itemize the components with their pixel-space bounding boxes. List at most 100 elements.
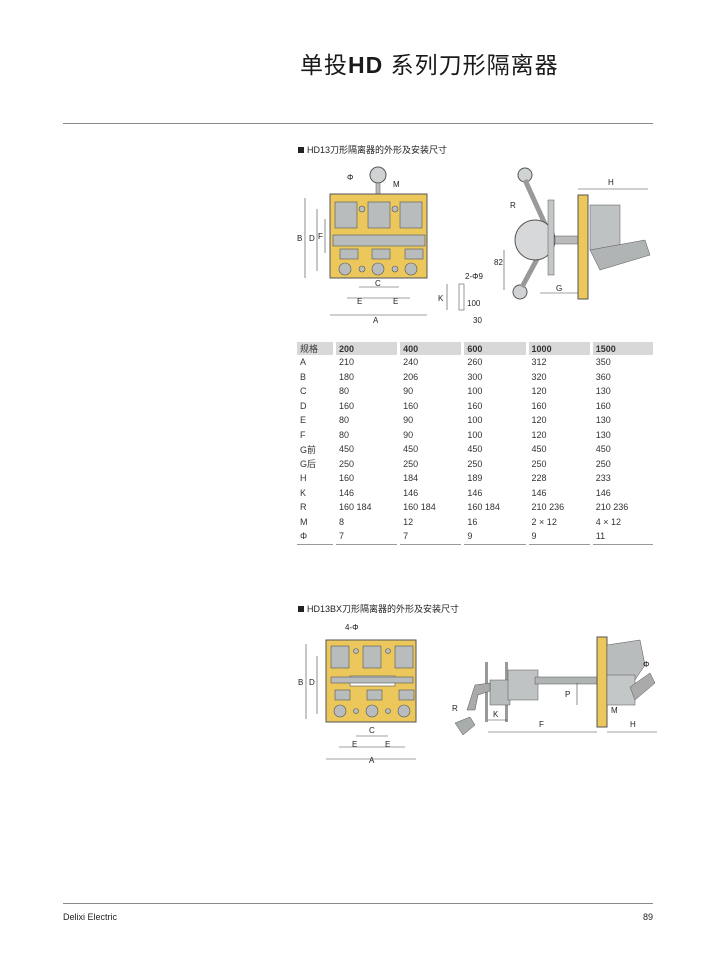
table-cell: 80 [332,427,399,442]
hd13bx-front-diagram: 4-Φ B D C E E A [298,623,417,765]
dim-label-phi: Φ [347,173,353,182]
dim-label-m: M [611,706,618,715]
table-cell: 450 [589,442,653,457]
dim-label-e2: E [385,740,390,749]
hd13-side-diagram: R H 82 G [494,167,651,300]
table-cell: 146 [589,485,653,500]
table-cell: 360 [589,369,653,384]
row-label: K [300,487,307,498]
dim-label-m: M [393,180,400,189]
dim-label-b: B [297,234,302,243]
row-label: R [300,502,307,513]
table-cell: 160 [461,398,528,413]
table-cell: 146 [397,485,463,500]
section-heading-hd13bx: HD13BX刀形隔离器的外形及安装尺寸 [298,602,459,615]
table-cell: 90 [397,413,463,428]
table-cell: 120 [525,427,592,442]
table-cell: 146 [461,485,528,500]
table-cell: 184 [397,471,463,486]
hd13bx-side-diagram: R K F P M H Φ [452,636,657,736]
table-cell: 250 [332,456,399,471]
dim-label-h: H [608,178,614,187]
table-cell: 11 [589,529,653,545]
row-label: E [300,415,307,426]
row-label: G前 [300,444,317,455]
dim-label-e2: E [393,297,398,306]
header-divider [63,123,653,124]
dim-label-4phi: 4-Φ [345,623,359,632]
row-label: M [300,516,308,527]
table-cell: 80 [332,384,399,399]
table-cell: 7 [332,529,399,545]
table-cell: 260 [461,355,528,370]
table-cell: 450 [332,442,399,457]
column-header: 600 [461,342,528,355]
dim-label-e1: E [352,740,357,749]
table-cell: 160 [332,398,399,413]
table-cell: 160 [397,398,463,413]
table-cell: 240 [397,355,463,370]
table-cell: 146 [525,485,592,500]
table-cell: 130 [589,427,653,442]
table-cell: 120 [525,384,592,399]
hd13-front-diagram: Φ M B D F C E E A [297,166,428,325]
table-cell: 320 [525,369,592,384]
table-cell: 210 236 [525,500,592,515]
dim-label-h: H [630,720,636,729]
dim-label-r: R [452,704,458,713]
dim-label-2phi9: 2-Φ9 [465,272,483,281]
table-cell: 160 [525,398,592,413]
table-cell: 16 [461,514,528,529]
dim-label-c: C [369,726,375,735]
row-label: B [300,371,307,382]
dim-label-c: C [375,279,381,288]
table-cell: 9 [525,529,592,545]
dim-label-100: 100 [467,299,481,308]
column-header: 1000 [525,342,592,355]
dim-label-a: A [373,316,379,325]
row-label: G后 [300,459,317,470]
footer-brand: Delixi Electric [63,912,118,922]
dim-label-g: G [556,284,562,293]
table-cell: 160 [332,471,399,486]
table-cell: 100 [461,427,528,442]
dim-label-p: P [565,690,570,699]
table-cell: 4 × 12 [589,514,653,529]
table-cell: 120 [525,413,592,428]
table-cell: 160 [589,398,653,413]
table-cell: 7 [397,529,463,545]
dim-label-d: D [309,678,315,687]
column-header: 规格 [297,342,335,355]
table-cell: 146 [332,485,399,500]
table-cell: 206 [397,369,463,384]
table-cell: 12 [397,514,463,529]
dim-label-b: B [298,678,303,687]
footer-divider [63,903,653,904]
row-label: A [300,357,307,368]
table-cell: 210 236 [589,500,653,515]
row-label: D [300,400,307,411]
table-cell: 250 [589,456,653,471]
row-label: H [300,473,307,484]
table-cell: 210 [332,355,399,370]
column-header: 1500 [589,342,653,355]
table-cell: 300 [461,369,528,384]
table-cell: 8 [332,514,399,529]
dim-label-f: F [539,720,544,729]
table-cell: 90 [397,384,463,399]
table-cell: 90 [397,427,463,442]
table-cell: 250 [461,456,528,471]
table-cell: 228 [525,471,592,486]
table-cell: 450 [525,442,592,457]
table-cell: 160 184 [461,500,528,515]
dim-label-30: 30 [473,316,482,325]
table-cell: 9 [461,529,528,545]
table-cell: 80 [332,413,399,428]
